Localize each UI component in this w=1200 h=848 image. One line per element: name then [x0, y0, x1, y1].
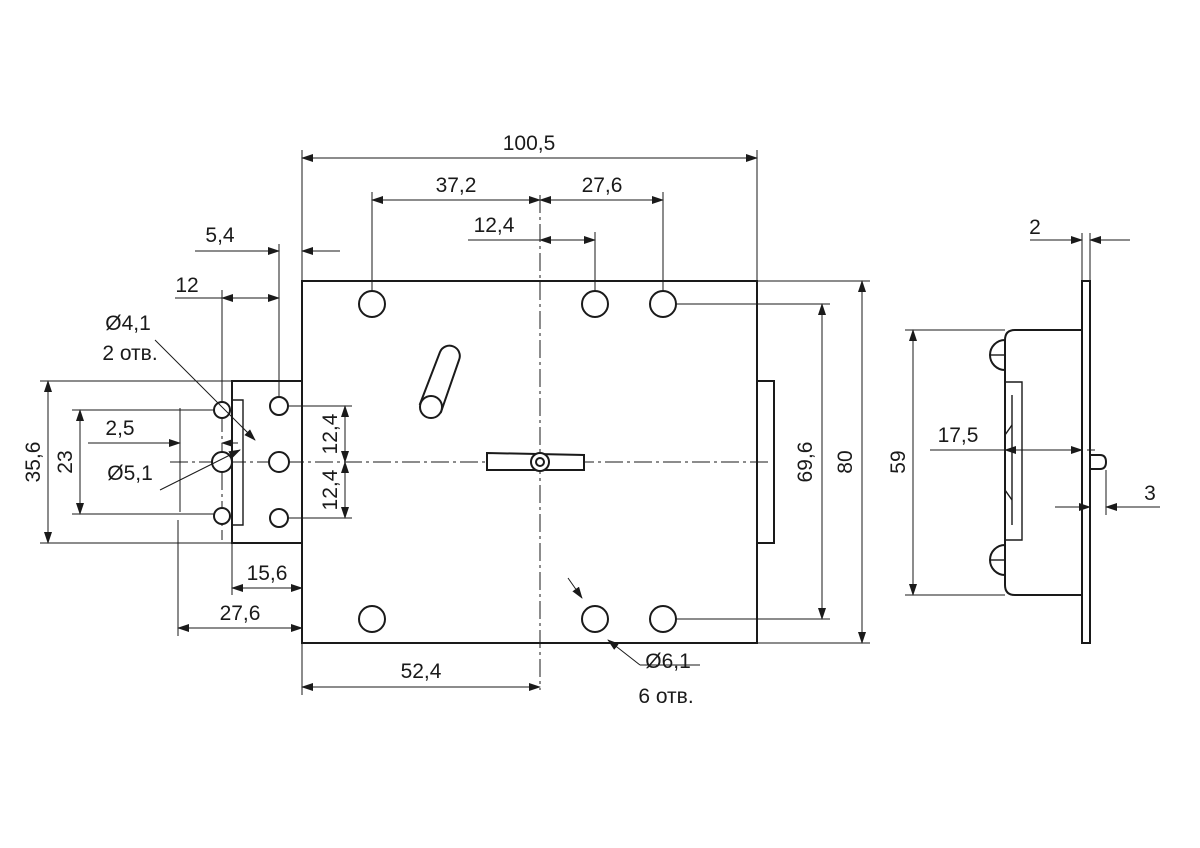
- dim-hole-big-qty: 6 отв.: [638, 685, 693, 708]
- front-view: [170, 195, 775, 690]
- flange-hole: [269, 508, 289, 528]
- spindle-cam: [486, 451, 585, 472]
- dim-hole-small-qty: 2 отв.: [102, 342, 157, 365]
- dim-2-5: 2,5: [105, 417, 134, 440]
- dim-23: 23: [54, 450, 77, 473]
- dim-80: 80: [834, 450, 857, 473]
- spindle-stub: [1089, 454, 1108, 470]
- dim-100-5: 100,5: [503, 132, 556, 155]
- flange-hole: [268, 451, 290, 473]
- mount-hole: [581, 605, 609, 633]
- dim-37-2: 37,2: [436, 174, 477, 197]
- dim-69-6: 69,6: [794, 442, 817, 483]
- side-dim-59: 59: [887, 450, 910, 473]
- side-view: [989, 280, 1108, 644]
- dim-hole-mid-dia: Ø5,1: [107, 462, 153, 485]
- strike-hole-small: [213, 507, 231, 525]
- front-plate: [1081, 280, 1091, 644]
- dim-15-6: 15,6: [247, 562, 288, 585]
- dim-52-4: 52,4: [401, 660, 442, 683]
- side-dim-3: 3: [1144, 482, 1156, 505]
- side-dimensions: 2 59 17,5 3: [887, 216, 1160, 596]
- dim-12-4-top: 12,4: [474, 214, 515, 237]
- dim-hole-small-dia: Ø4,1: [105, 312, 151, 335]
- key-pin: [418, 344, 461, 419]
- mount-hole: [581, 290, 609, 318]
- dim-12-4-upper: 12,4: [319, 413, 342, 454]
- mount-hole: [649, 290, 677, 318]
- mount-hole: [649, 605, 677, 633]
- dim-12: 12: [175, 274, 198, 297]
- front-dimensions: 100,5 37,2 27,6 12,4 5,4 12 Ø4,1 2 отв. …: [22, 132, 870, 708]
- dim-hole-big-dia: Ø6,1: [645, 650, 691, 673]
- flange-hole: [269, 396, 289, 416]
- mount-hole: [358, 605, 386, 633]
- mount-hole: [358, 290, 386, 318]
- dim-5-4: 5,4: [205, 224, 235, 247]
- strike-hole-small: [213, 401, 231, 419]
- dim-12-4-lower: 12,4: [319, 469, 342, 510]
- dim-27-6-bottom: 27,6: [220, 602, 261, 625]
- side-dim-2: 2: [1029, 216, 1041, 239]
- dim-27-6-top: 27,6: [582, 174, 623, 197]
- side-body: [1004, 329, 1083, 596]
- side-dim-17-5: 17,5: [938, 424, 979, 447]
- dim-35-6: 35,6: [22, 442, 45, 483]
